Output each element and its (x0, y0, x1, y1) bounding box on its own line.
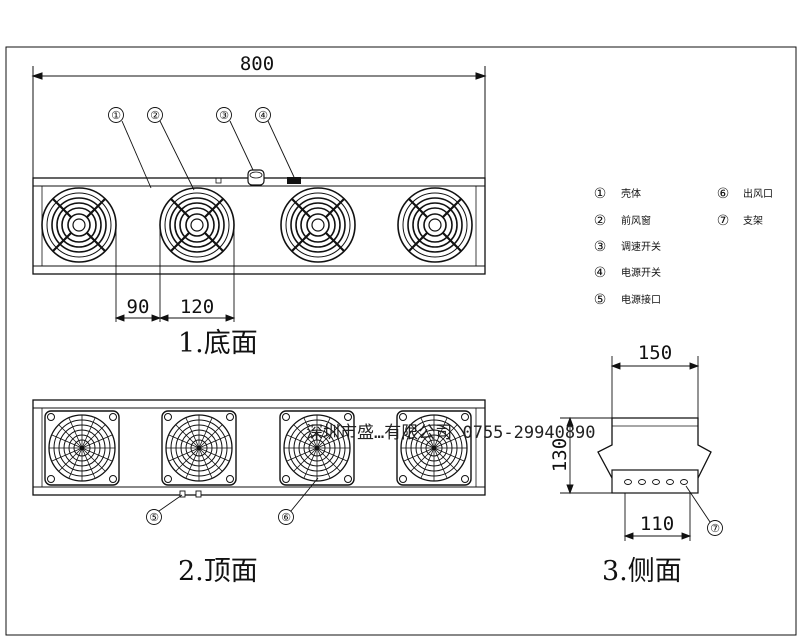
power-connector (179, 490, 186, 498)
fan-top-1 (44, 410, 120, 486)
view-title-side: 3.侧面 (602, 556, 682, 587)
callout-2: ② (147, 107, 195, 191)
svg-text:出风口: 出风口 (743, 187, 773, 200)
svg-text:③: ③ (594, 239, 607, 255)
dimension-side-height (560, 416, 612, 495)
svg-text:④: ④ (594, 265, 607, 281)
svg-text:②: ② (150, 109, 160, 122)
fan-bottom-4 (397, 187, 473, 263)
svg-text:⑦: ⑦ (717, 213, 730, 229)
dimension-side-base (623, 493, 692, 541)
legend-item-2: ② 前风窗 (594, 213, 651, 229)
svg-text:⑤: ⑤ (149, 511, 159, 524)
fan-top-4 (396, 410, 472, 486)
fan-top-2 (161, 410, 237, 486)
callout-6: ⑥ (278, 477, 319, 525)
dimension-overall-label: 800 (240, 53, 274, 75)
dimension-spacing-label: 90 (127, 296, 150, 318)
legend-item-1: ① 壳体 (594, 186, 641, 202)
dimension-fan (114, 225, 236, 322)
side-profile (597, 417, 712, 479)
legend-item-3: ③ 调速开关 (594, 239, 661, 255)
svg-text:①: ① (111, 109, 121, 122)
svg-text:⑤: ⑤ (594, 292, 607, 308)
dimension-overall (31, 66, 487, 178)
housing-top-outline (32, 399, 486, 496)
callout-4: ④ (255, 107, 295, 178)
callout-3: ③ (216, 107, 254, 171)
view-title-top: 2.顶面 (178, 556, 258, 587)
svg-text:调速开关: 调速开关 (621, 240, 661, 253)
watermark-text: 深圳市盛…有限公司 0755-29940890 (306, 423, 596, 443)
dimension-side-base-label: 110 (640, 513, 674, 535)
svg-text:⑥: ⑥ (717, 186, 730, 202)
fan-bottom-2 (159, 187, 235, 263)
power-switch (287, 177, 301, 184)
svg-text:电源接口: 电源接口 (621, 293, 661, 306)
legend-item-5: ⑤ 电源接口 (594, 292, 661, 308)
callout-1: ① (108, 107, 152, 189)
dimension-side-width-label: 150 (638, 342, 672, 364)
svg-text:①: ① (594, 186, 607, 202)
fan-top-3 (279, 410, 355, 486)
svg-text:壳体: 壳体 (621, 187, 641, 200)
bottom-view: 800 (31, 53, 487, 359)
svg-text:②: ② (594, 213, 607, 229)
legend-item-6: ⑥ 出风口 (717, 186, 773, 202)
fan-bottom-3 (280, 187, 356, 263)
svg-text:⑥: ⑥ (281, 511, 291, 524)
callout-5: ⑤ (146, 494, 183, 525)
sheet-border (5, 46, 797, 636)
svg-text:⑦: ⑦ (710, 522, 720, 535)
svg-text:④: ④ (258, 109, 268, 122)
speed-knob (247, 169, 265, 186)
bracket (611, 469, 699, 494)
svg-text:支架: 支架 (743, 215, 763, 227)
view-title-bottom: 1.底面 (178, 328, 258, 359)
legend-item-7: ⑦ 支架 (717, 213, 763, 229)
svg-text:③: ③ (219, 109, 229, 122)
parts-legend: ① 壳体 ② 前风窗 ③ 调速开关 ④ 电源开关 ⑤ 电源接口 ⑥ 出风口 ⑦ … (594, 186, 773, 308)
svg-text:前风窗: 前风窗 (621, 214, 651, 227)
legend-item-4: ④ 电源开关 (594, 265, 661, 281)
svg-text:电源开关: 电源开关 (621, 266, 661, 279)
top-view: ⑤ ⑥ 2.顶面 (32, 399, 486, 587)
dimension-side-width (610, 356, 700, 418)
callout-7: ⑦ (685, 485, 723, 536)
fan-bottom-1 (41, 187, 117, 263)
side-view: 150 130 110 ⑦ 3.侧面 (549, 342, 723, 587)
dimension-fan-size-label: 120 (180, 296, 214, 318)
dimension-side-height-label: 130 (549, 438, 571, 472)
